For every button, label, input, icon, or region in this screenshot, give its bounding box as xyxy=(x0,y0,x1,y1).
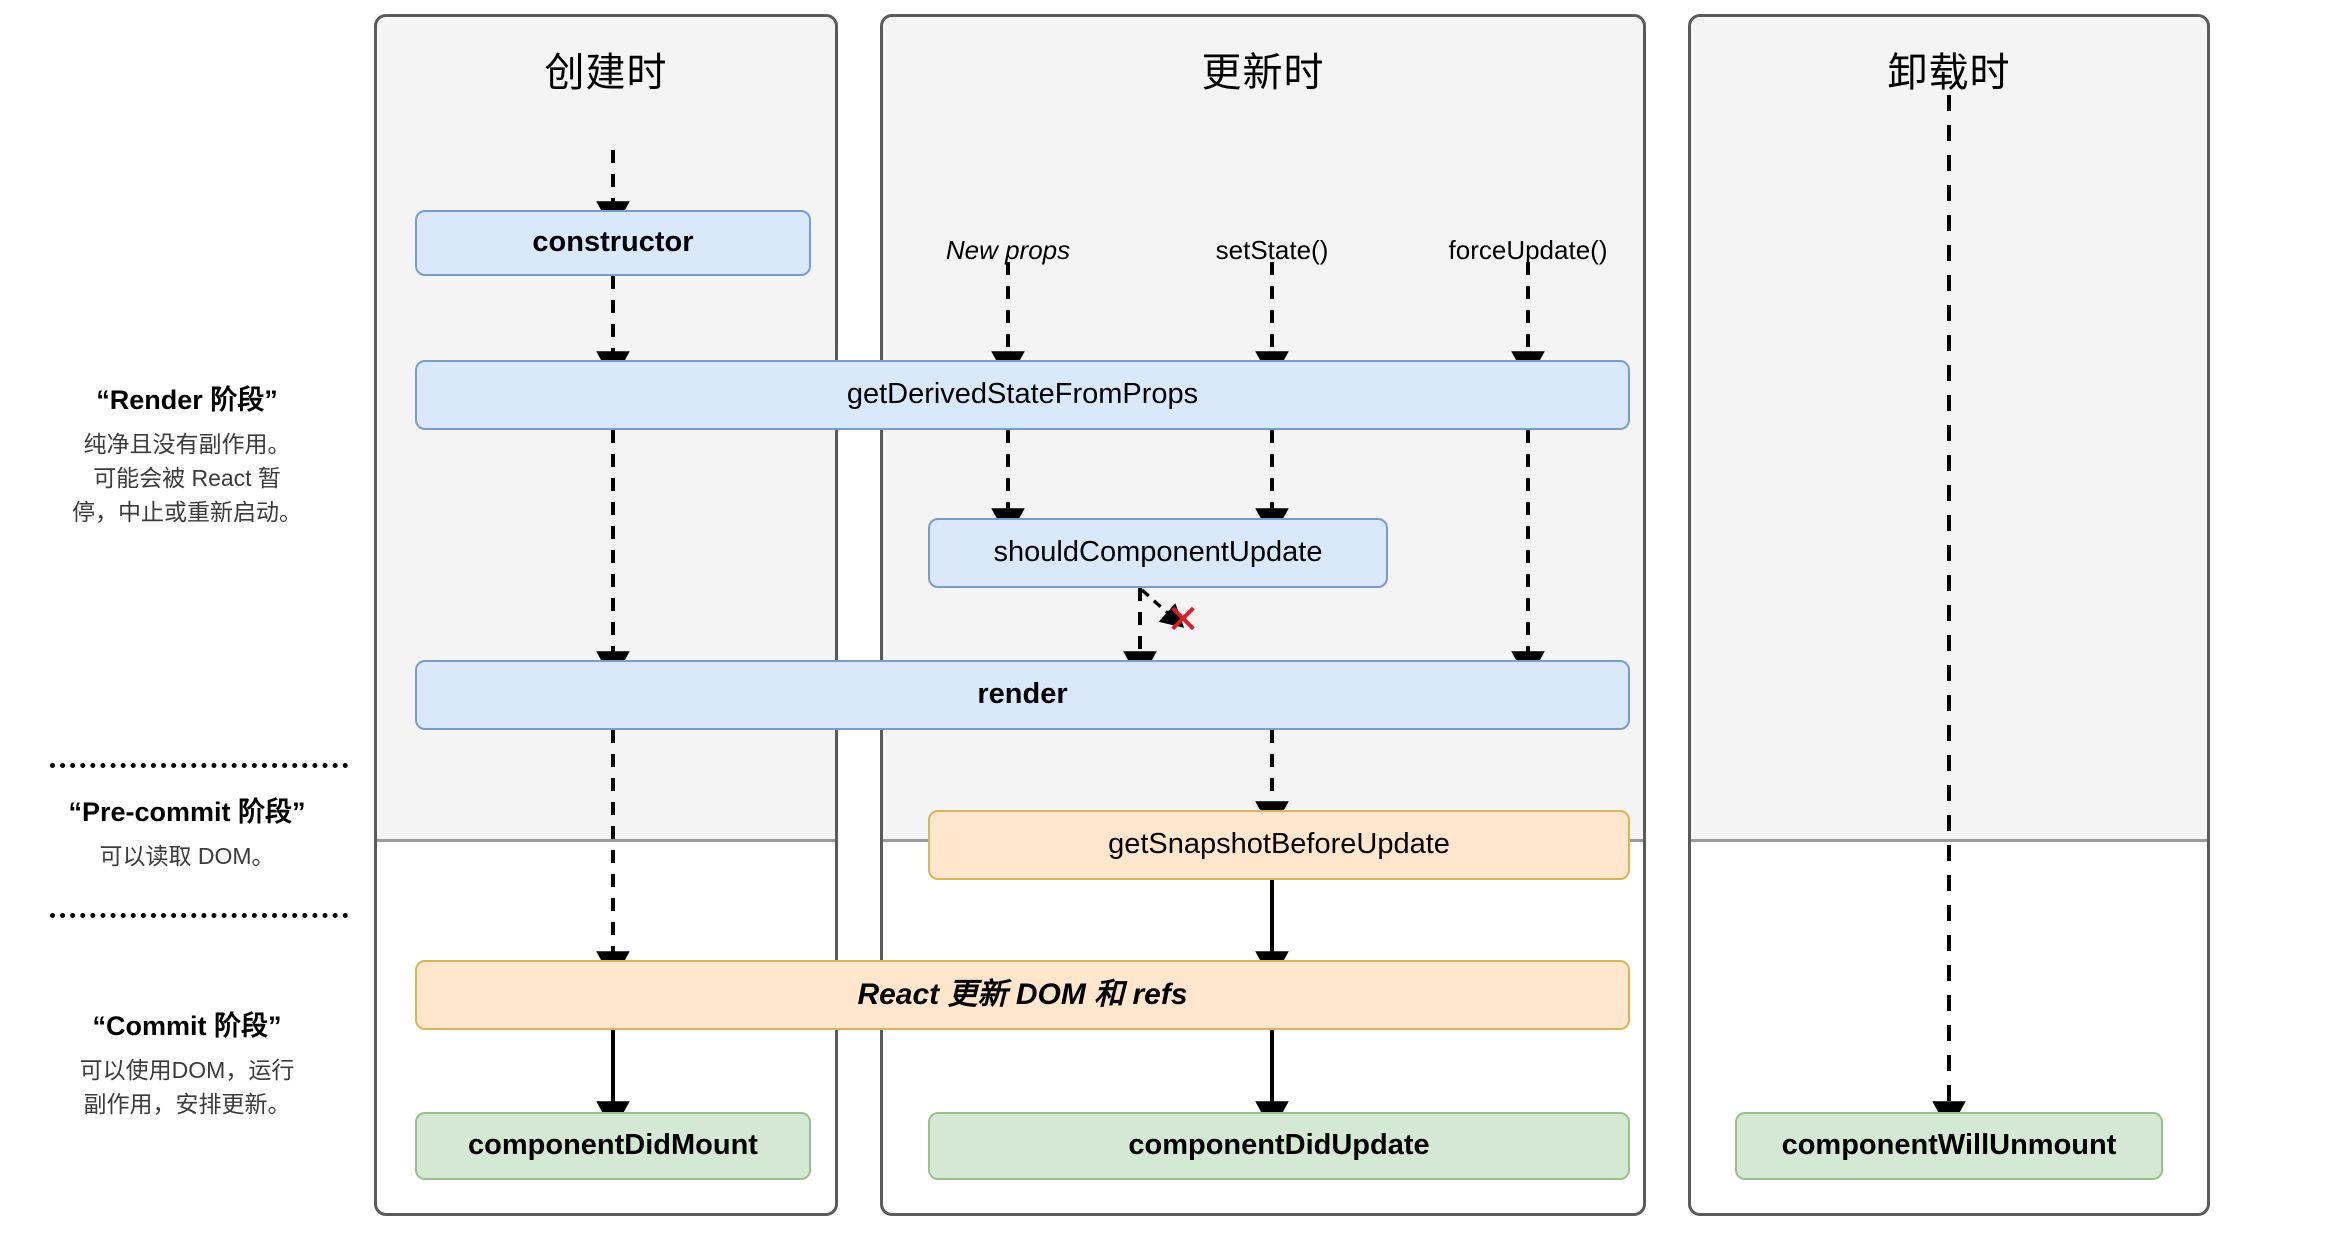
node-should-component-update[interactable]: shouldComponentUpdate xyxy=(928,518,1388,588)
trigger-set-state: setState() xyxy=(1152,235,1392,266)
node-get-derived-state-from-props[interactable]: getDerivedStateFromProps xyxy=(415,360,1630,430)
legend-divider-top xyxy=(50,763,348,768)
legend-divider-bottom xyxy=(50,913,348,918)
column-mounting-title: 创建时 xyxy=(544,51,668,95)
node-component-will-unmount[interactable]: componentWillUnmount xyxy=(1735,1112,2163,1180)
node-label: shouldComponentUpdate xyxy=(993,536,1323,569)
legend-pre-commit-phase: “Pre-commit 阶段” 可以读取 DOM。 xyxy=(26,790,348,873)
legend-title: “Commit 阶段” xyxy=(92,1011,282,1041)
node-label: constructor xyxy=(532,226,694,259)
legend-commit-phase: “Commit 阶段” 可以使用DOM，运行 副作用，安排更新。 xyxy=(26,1004,348,1121)
node-label: render xyxy=(977,678,1068,711)
column-mounting xyxy=(374,14,838,1216)
column-unmounting xyxy=(1688,14,2210,1216)
node-label: getSnapshotBeforeUpdate xyxy=(1108,828,1450,861)
legend-title: “Render 阶段” xyxy=(96,385,278,415)
trigger-new-props: New props xyxy=(888,235,1128,266)
node-get-snapshot-before-update[interactable]: getSnapshotBeforeUpdate xyxy=(928,810,1630,880)
legend-body: 可以使用DOM，运行 副作用，安排更新。 xyxy=(79,1057,295,1118)
legend-body: 可以读取 DOM。 xyxy=(99,843,275,869)
legend-title: “Pre-commit 阶段” xyxy=(68,797,306,827)
column-updating xyxy=(880,14,1646,1216)
trigger-label: setState() xyxy=(1215,235,1329,265)
node-label: componentDidUpdate xyxy=(1128,1129,1430,1162)
node-label: componentWillUnmount xyxy=(1781,1129,2117,1162)
red-x-glyph: ✕ xyxy=(1166,598,1200,642)
legend-render-phase: “Render 阶段” 纯净且没有副作用。 可能会被 React 暂 停，中止或… xyxy=(26,378,348,529)
trigger-label: New props xyxy=(945,235,1071,265)
node-react-updates-dom-and-refs[interactable]: React 更新 DOM 和 refs xyxy=(415,960,1630,1030)
node-label: componentDidMount xyxy=(468,1129,758,1162)
node-render[interactable]: render xyxy=(415,660,1630,730)
trigger-force-update: forceUpdate() xyxy=(1408,235,1648,266)
node-label: React 更新 DOM 和 refs xyxy=(857,977,1188,1011)
trigger-label: forceUpdate() xyxy=(1448,235,1608,265)
column-unmounting-title: 卸载时 xyxy=(1887,51,2011,95)
node-label: getDerivedStateFromProps xyxy=(846,378,1199,411)
red-x-icon: ✕ xyxy=(1163,600,1203,640)
legend-body: 纯净且没有副作用。 可能会被 React 暂 停，中止或重新启动。 xyxy=(72,431,302,526)
column-updating-title: 更新时 xyxy=(1201,51,1325,95)
node-constructor[interactable]: constructor xyxy=(415,210,811,276)
node-component-did-mount[interactable]: componentDidMount xyxy=(415,1112,811,1180)
node-component-did-update[interactable]: componentDidUpdate xyxy=(928,1112,1630,1180)
